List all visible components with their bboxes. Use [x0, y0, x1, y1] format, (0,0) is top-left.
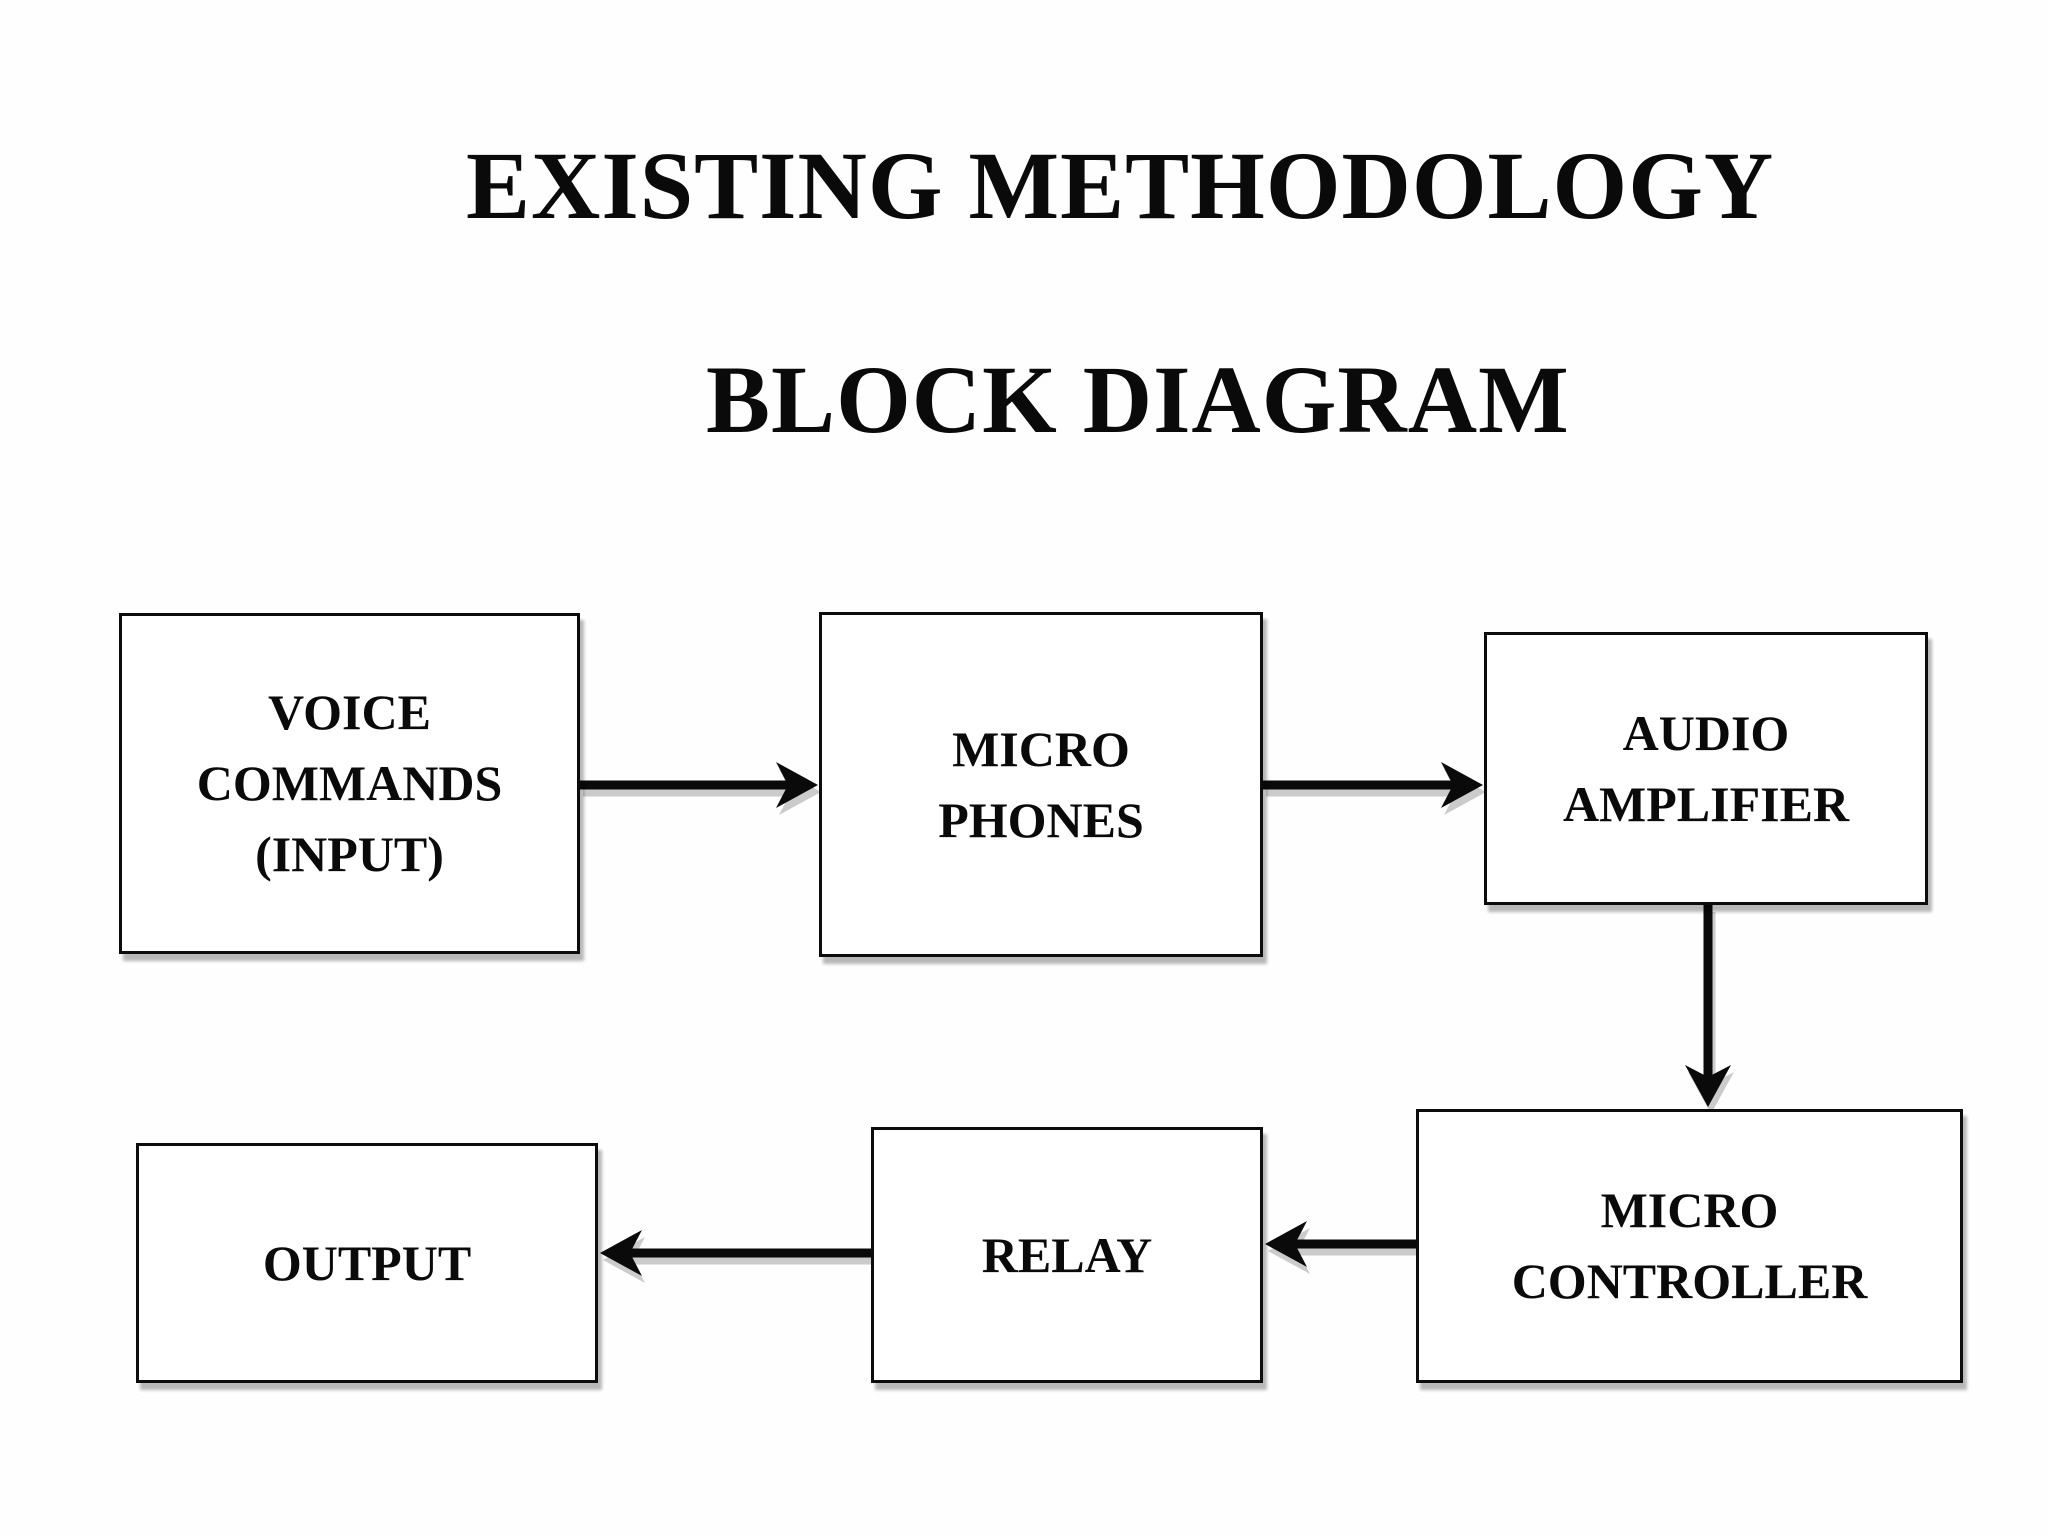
- block-label: RELAY: [981, 1226, 1153, 1283]
- arrowhead-right-icon: [1441, 762, 1483, 808]
- block-label: AUDIO AMPLIFIER: [1562, 704, 1850, 832]
- block-micro-phones: MICRO PHONES: [819, 612, 1263, 957]
- page-subtitle: BLOCK DIAGRAM: [706, 346, 1570, 453]
- arrow-relay-to-output: [600, 1230, 871, 1276]
- page-title: EXISTING METHODOLOGY: [466, 132, 1775, 239]
- arrowhead-right-icon: [776, 762, 818, 808]
- block-micro-controller: MICRO CONTROLLER: [1416, 1109, 1963, 1383]
- arrow-micro-controller-to-relay: [1265, 1221, 1416, 1267]
- arrowhead-left-icon: [600, 1230, 642, 1276]
- block-label: VOICE COMMANDS (INPUT): [196, 684, 503, 882]
- arrowhead-down-icon: [1685, 1065, 1731, 1107]
- block-label: MICRO PHONES: [938, 720, 1144, 848]
- block-relay: RELAY: [871, 1127, 1263, 1383]
- block-voice-commands-input: VOICE COMMANDS (INPUT): [119, 613, 580, 954]
- arrow-micro-phones-to-audio-amplifier: [1263, 762, 1483, 808]
- arrow-voice-commands-to-micro-phones: [580, 762, 818, 808]
- arrow-audio-amplifier-to-micro-controller: [1685, 905, 1731, 1107]
- block-audio-amplifier: AUDIO AMPLIFIER: [1484, 632, 1928, 905]
- block-output: OUTPUT: [136, 1143, 598, 1383]
- arrowhead-left-icon: [1265, 1221, 1307, 1267]
- block-label: OUTPUT: [262, 1234, 472, 1291]
- block-label: MICRO CONTROLLER: [1511, 1182, 1868, 1309]
